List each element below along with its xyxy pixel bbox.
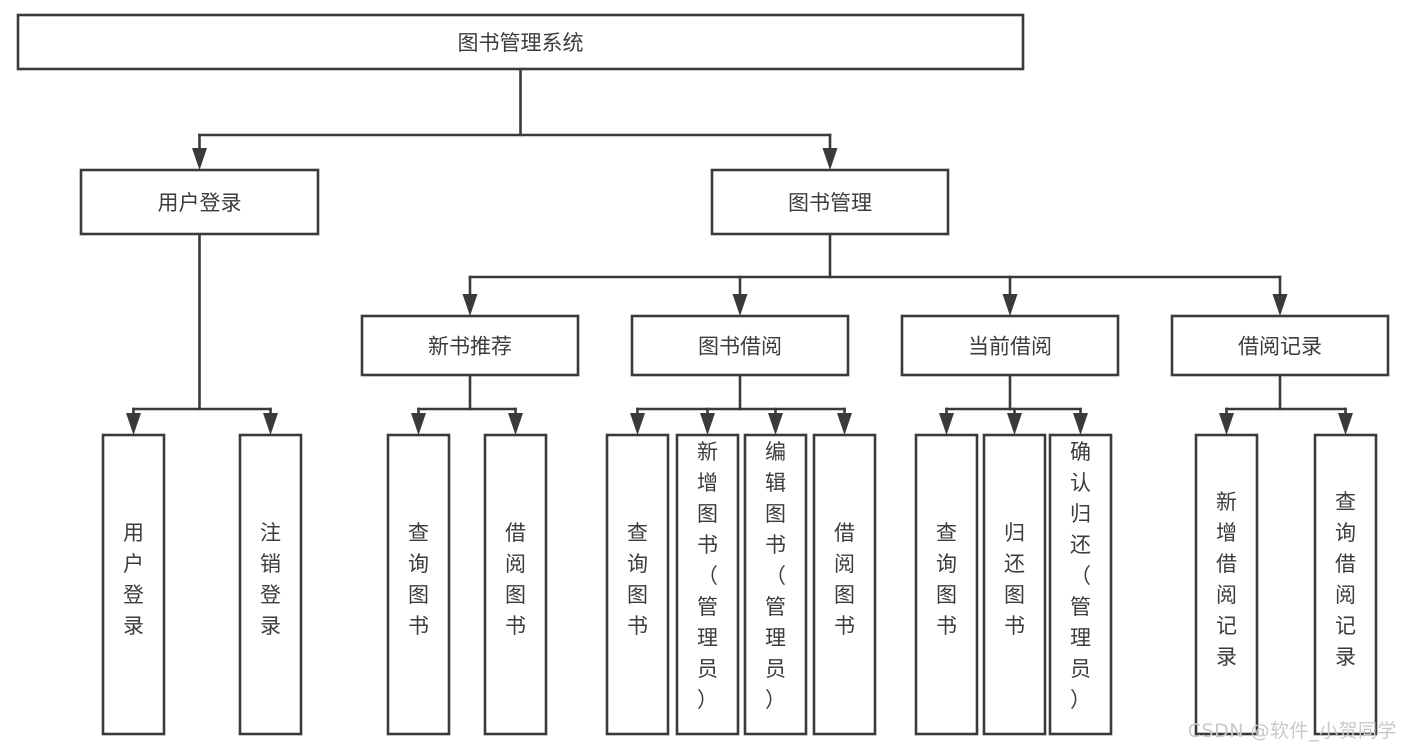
node-new-book-recommend-box [360, 314, 580, 377]
node-leaf-return-book-label: 归还图书 [1004, 521, 1025, 638]
node-leaf-return-book-box [982, 433, 1047, 736]
node-leaf-user-login-label: 用户登录 [123, 521, 144, 638]
node-leaf-borrow-book-rec-box [483, 433, 548, 736]
node-book-manage-box [710, 168, 950, 236]
node-leaf-query-book-borrow[interactable]: 查询图书 [605, 433, 670, 736]
book-manage-arrow-0 [462, 294, 478, 316]
node-current-borrow-label: 当前借阅 [968, 335, 1052, 359]
node-leaf-confirm-return-box [1048, 433, 1113, 736]
node-leaf-query-book-current[interactable]: 查询图书 [914, 433, 979, 736]
node-borrow-record-label: 借阅记录 [1238, 335, 1322, 359]
user-login-arrow-1 [263, 413, 278, 435]
node-borrow-record[interactable]: 借阅记录 [1170, 314, 1390, 377]
node-leaf-query-book-rec-box [386, 433, 451, 736]
node-leaf-edit-book-box [743, 433, 808, 736]
node-user-login[interactable]: 用户登录 [79, 168, 320, 236]
node-root-label: 图书管理系统 [458, 31, 584, 55]
node-leaf-query-book-rec-label: 查询图书 [408, 521, 429, 638]
node-borrow-record-box [1170, 314, 1390, 377]
node-leaf-confirm-return[interactable]: 确认归还（管理员） [1048, 433, 1113, 736]
current-borrow-arrow-2 [1073, 413, 1088, 435]
node-book-manage[interactable]: 图书管理 [710, 168, 950, 236]
root-node-group: 图书管理系统 [16, 13, 1025, 71]
node-leaf-query-book-current-box [914, 433, 979, 736]
borrow-record-arrow-1 [1338, 413, 1353, 435]
book-manage-arrow-1 [732, 294, 748, 316]
node-book-manage-label: 图书管理 [788, 191, 872, 215]
node-leaf-add-book-label: 新增图书（管理员） [697, 440, 718, 712]
node-root[interactable]: 图书管理系统 [16, 13, 1025, 71]
node-leaf-query-book-borrow-label: 查询图书 [627, 521, 648, 638]
node-leaf-logout[interactable]: 注销登录 [238, 433, 303, 736]
node-leaf-borrow-book-rec[interactable]: 借阅图书 [483, 433, 548, 736]
node-leaf-add-record-box [1194, 433, 1259, 736]
level2-node-group: 用户登录 图书管理 [79, 168, 950, 236]
node-leaf-logout-label: 注销登录 [260, 521, 281, 638]
book-borrow-arrow-2 [768, 413, 783, 435]
node-leaf-add-record[interactable]: 新增借阅记录 [1194, 433, 1259, 736]
node-user-login-label: 用户登录 [158, 191, 242, 215]
node-leaf-edit-book-label: 编辑图书（管理员） [765, 440, 786, 712]
node-leaf-return-book[interactable]: 归还图书 [982, 433, 1047, 736]
level3-node-group: 新书推荐 图书借阅 当前借阅 借阅记录 [360, 314, 1390, 377]
current-borrow-arrow-0 [939, 413, 954, 435]
node-new-book-recommend[interactable]: 新书推荐 [360, 314, 580, 377]
book-borrow-arrow-3 [837, 413, 852, 435]
node-current-borrow[interactable]: 当前借阅 [900, 314, 1120, 377]
root-arrow-0 [192, 148, 207, 170]
node-leaf-query-record-label: 查询借阅记录 [1335, 490, 1356, 669]
node-leaf-borrow-book-rec-label: 借阅图书 [505, 521, 526, 638]
node-leaf-user-login-box [101, 433, 166, 736]
book-borrow-arrow-0 [630, 413, 645, 435]
node-leaf-borrow-book-box [812, 433, 877, 736]
node-leaf-edit-book[interactable]: 编辑图书（管理员） [743, 433, 808, 736]
book-borrow-arrow-1 [700, 413, 715, 435]
node-current-borrow-box [900, 314, 1120, 377]
node-root-box [16, 13, 1025, 71]
node-leaf-add-book-box [675, 433, 740, 736]
node-leaf-borrow-book-label: 借阅图书 [834, 521, 855, 638]
node-leaf-borrow-book[interactable]: 借阅图书 [812, 433, 877, 736]
node-user-login-box [79, 168, 320, 236]
new-book-recommend-arrow-0 [411, 413, 426, 435]
node-leaf-add-record-label: 新增借阅记录 [1216, 490, 1237, 669]
node-leaf-query-book-borrow-box [605, 433, 670, 736]
node-leaf-confirm-return-label: 确认归还（管理员） [1070, 440, 1091, 712]
book-manage-arrow-3 [1272, 294, 1288, 316]
new-book-recommend-arrow-1 [508, 413, 523, 435]
leaf-node-group: 用户登录 注销登录 查询图书 借阅图书 查询图书 新增图书（管理员） 编辑图书（管理员） 借阅… [101, 433, 1378, 736]
user-login-arrow-0 [126, 413, 141, 435]
node-leaf-logout-box [238, 433, 303, 736]
node-leaf-user-login[interactable]: 用户登录 [101, 433, 166, 736]
current-borrow-arrow-1 [1007, 413, 1022, 435]
connector-lines [126, 67, 1353, 435]
node-book-borrow[interactable]: 图书借阅 [630, 314, 850, 377]
node-leaf-query-record-box [1313, 433, 1378, 736]
root-arrow-1 [822, 148, 838, 170]
node-book-borrow-label: 图书借阅 [698, 335, 782, 359]
node-leaf-add-book[interactable]: 新增图书（管理员） [675, 433, 740, 736]
book-manage-arrow-2 [1002, 294, 1018, 316]
node-leaf-query-book-current-label: 查询图书 [936, 521, 957, 638]
node-book-borrow-box [630, 314, 850, 377]
node-leaf-query-book-rec[interactable]: 查询图书 [386, 433, 451, 736]
node-leaf-query-record[interactable]: 查询借阅记录 [1313, 433, 1378, 736]
borrow-record-arrow-0 [1219, 413, 1234, 435]
node-new-book-recommend-label: 新书推荐 [428, 335, 512, 359]
